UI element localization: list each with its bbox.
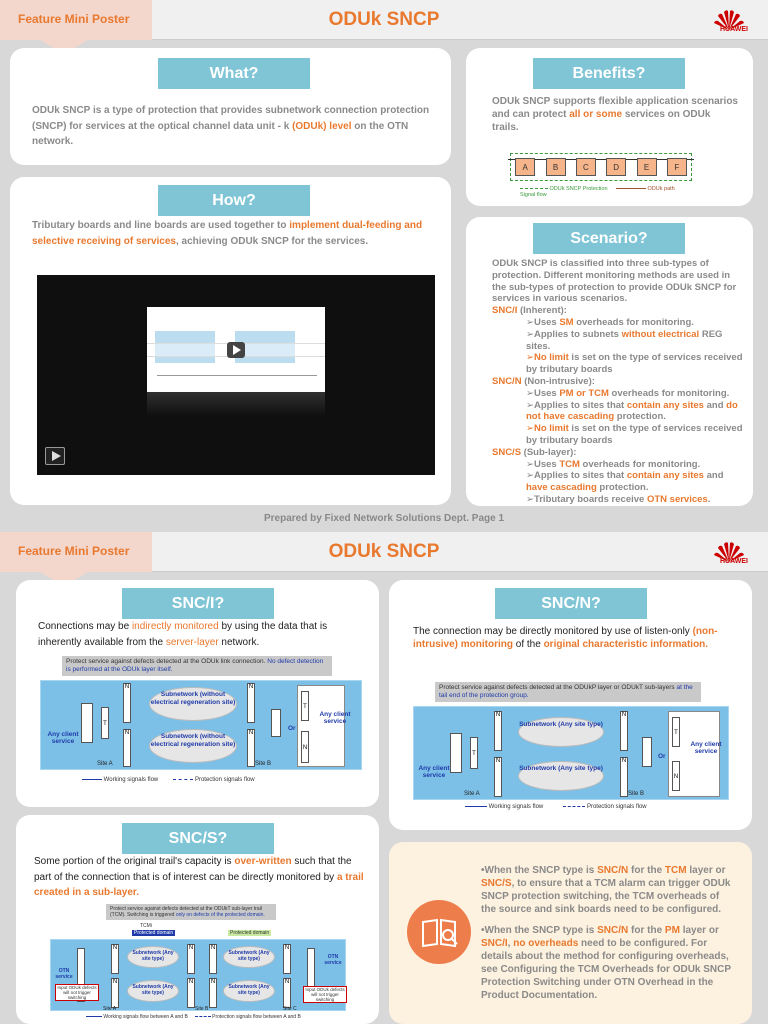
scenario-card: Scenario? ODUk SNCP is classified into t… [466,217,753,506]
sns-site-c: Site C [283,1006,297,1012]
sns-legend: Working signals flow between A and B Pro… [86,1014,356,1020]
legend-path: ODUk path [616,186,696,192]
huawei-logo-icon [714,10,744,30]
node-f: F [666,158,687,176]
what-card: What? ODUk SNCP is a type of protection … [10,48,451,165]
sni-legend: Working signals flow Protection signals … [82,777,342,783]
feature-tag: Feature Mini Poster [0,0,152,54]
sns-site-a: Site A [103,1006,117,1012]
page-title: ODUk SNCP [328,9,440,30]
poster-page-2: Feature Mini Poster ODUk SNCP HUAWEI SNC… [0,532,768,1024]
sns-domain-2: Protected domain [228,930,272,936]
feature-tag-label: Feature Mini Poster [18,544,130,558]
node-a: A [515,158,536,176]
snn-client-right: Any client service [690,741,722,755]
sns-heading: SNC/S? [122,823,274,854]
snn-cloud-1: Subnetwork (Any site type) [518,717,604,747]
snn-heading: SNC/N? [495,588,647,619]
sns-domain-1: Protected domain [132,930,176,936]
snn-diagram: T N N Subnetwork (Any site type) Subnetw… [413,706,729,800]
snn-caption: Protect service against defects detected… [435,682,701,702]
sni-heading: SNC/I? [122,588,274,619]
how-heading: How? [158,185,310,216]
snn-card: SNC/N? The connection may be directly mo… [389,580,752,830]
benefits-card: Benefits? ODUk SNCP supports flexible ap… [466,48,753,206]
sni-card: SNC/I? Connections may be indirectly mon… [16,580,379,807]
video-player[interactable] [37,275,435,475]
snn-legend: Working signals flow Protection signals … [465,804,735,810]
sns-site-b: Site B [195,1006,209,1012]
sns-cloud-2: Subnetwork (Any site type) [127,980,179,1002]
sns-client-left: OTN service [55,968,73,980]
node-b: B [545,158,566,176]
sns-client-right: OTN service [324,954,342,966]
page-footer: Prepared by Fixed Network Solutions Dept… [263,513,505,524]
scenario-body: ODUk SNCP is classified into three sub-t… [492,258,743,505]
sns-cloud-1: Subnetwork (Any site type) [127,946,179,968]
logo-text: HUAWEI [720,26,748,33]
page-title: ODUk SNCP [328,541,440,562]
snn-client-left: Any client service [418,765,450,779]
sni-text: Connections may be indirectly monitored … [38,621,328,648]
how-card: How? Tributary boards and line boards ar… [10,177,451,505]
video-play-button[interactable] [45,447,65,465]
what-text: ODUk SNCP is a type of protection that p… [32,105,430,147]
sns-cloud-4: Subnetwork (Any site type) [223,980,275,1002]
snn-site-b: Site B [628,791,645,797]
scenario-heading: Scenario? [533,223,685,254]
video-thumbnail [147,307,325,392]
snn-site-a: Site A [464,791,480,797]
logo-text: HUAWEI [720,558,748,565]
snn-or: Or [658,753,666,760]
node-e: E [636,158,657,176]
sns-text: Some portion of the original trail's cap… [34,856,364,898]
sni-cloud-2: Subnetwork (without electrical regenerat… [149,729,237,763]
sni-caption: Protect service against defects detected… [62,656,332,676]
book-search-icon [407,900,471,964]
node-d: D [606,158,627,176]
page-header: Feature Mini Poster ODUk SNCP HUAWEI [0,0,768,54]
sni-diagram: T N N Subnetwork (without electrical reg… [40,680,362,770]
sni-site-a: Site A [97,761,113,767]
what-heading: What? [158,58,310,89]
sni-site-b: Site B [255,761,272,767]
feature-tag: Feature Mini Poster [0,532,152,586]
sns-cloud-3: Subnetwork (Any site type) [223,946,275,968]
sni-or: Or [288,725,296,732]
play-icon [52,451,61,461]
sni-client-left: Any client service [47,731,79,745]
note-card: •When the SNCP type is SNC/N for the TCM… [389,842,752,1024]
sni-cloud-1: Subnetwork (without electrical regenerat… [149,687,237,721]
poster-page-1: Feature Mini Poster ODUk SNCP HUAWEI Wha… [0,0,768,524]
feature-tag-label: Feature Mini Poster [18,12,130,26]
huawei-logo-icon [714,542,744,562]
sns-diagram: N N Subnetwork (Any site type) Subnetwor… [50,939,347,1012]
sni-client-right: Any client service [319,711,351,725]
page-header: Feature Mini Poster ODUk SNCP HUAWEI [0,532,768,586]
snn-cloud-2: Subnetwork (Any site type) [518,761,604,791]
sns-card: SNC/S? Some portion of the original trai… [16,815,379,1024]
snn-text: The connection may be directly monitored… [413,626,718,650]
board-t: T [101,707,109,739]
benefits-text: ODUk SNCP supports flexible application … [492,96,738,133]
sns-tcm-label: TCMi [140,923,152,929]
sns-note-left: Input ODUk defects will not trigger swit… [55,984,99,1001]
play-icon[interactable] [227,342,245,358]
legend-protection: ODUk SNCP Protection Signal flow [520,186,608,198]
node-c: C [575,158,596,176]
sns-note-right: Input ODUk defects will not trigger swit… [303,986,347,1003]
note-text: •When the SNCP type is SNC/N for the TCM… [481,865,731,1001]
benefits-heading: Benefits? [533,58,685,89]
how-text: Tributary boards and line boards are use… [32,220,423,247]
sns-caption: Protect service against defects detected… [106,904,276,920]
